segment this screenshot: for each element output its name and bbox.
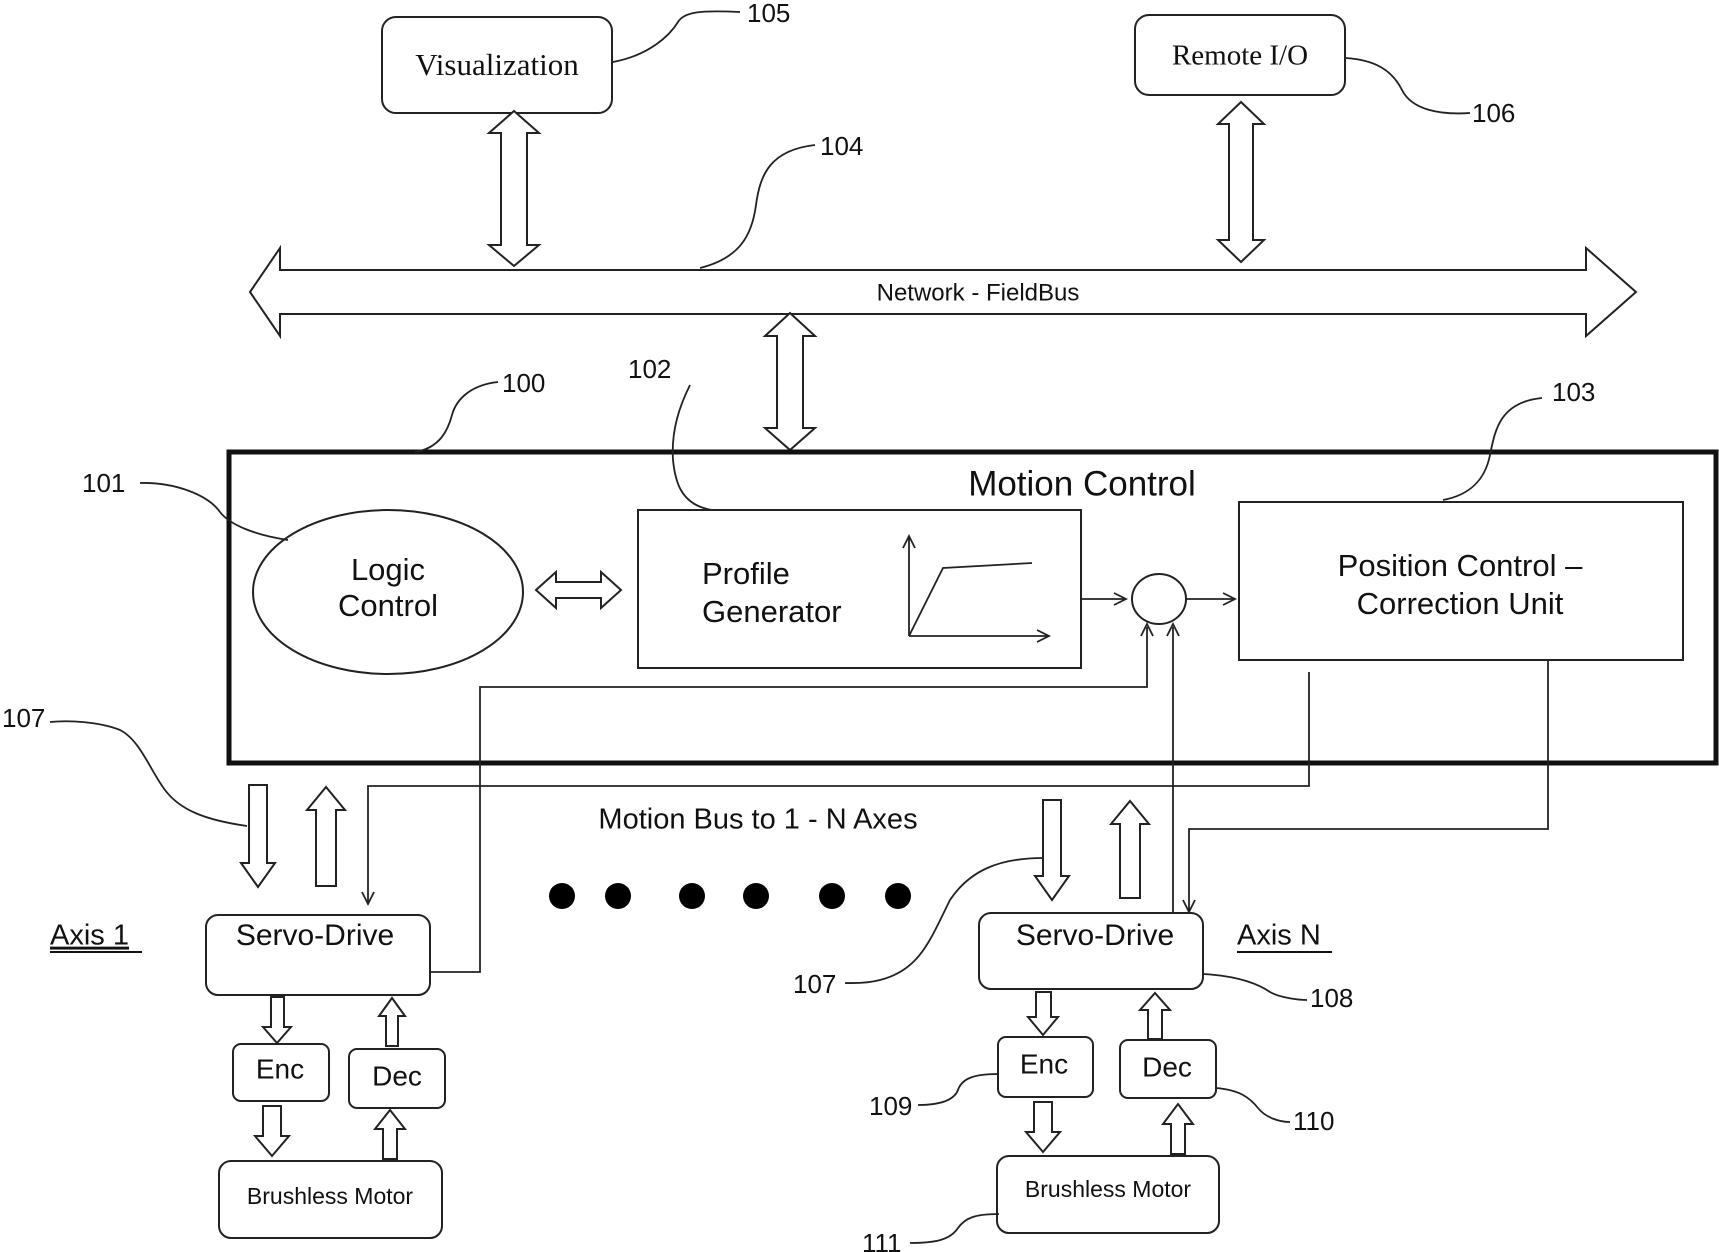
ref-100: 100	[502, 368, 545, 398]
ellipsis-dot	[819, 883, 845, 909]
remote-io-label: Remote I/O	[1172, 40, 1308, 72]
motion-bus-label: Motion Bus to 1 - N Axes	[598, 804, 917, 836]
position-control-box	[1238, 501, 1684, 661]
enc1-motor1-arrow	[252, 1105, 292, 1158]
leader-108	[1202, 973, 1308, 1001]
position-control-label-2: Correction Unit	[1357, 586, 1564, 621]
ref-105: 105	[747, 0, 790, 28]
enc-n-label: Enc	[1020, 1048, 1068, 1079]
remote-io-box	[1134, 14, 1346, 96]
network-fieldbus-arrow	[248, 244, 1638, 340]
ref-107-right: 107	[793, 969, 836, 999]
brushless-motor-n-box	[996, 1155, 1220, 1234]
axis-n-label: Axis N	[1237, 920, 1321, 952]
position-control-label-1: Position Control –	[1338, 548, 1583, 583]
motorn-decn-arrow	[1161, 1102, 1195, 1155]
ref-108: 108	[1310, 983, 1353, 1013]
decn-servon-arrow	[1137, 991, 1173, 1040]
axis1-down-arrow	[239, 784, 277, 889]
profile-generator-label-2: Generator	[702, 594, 842, 629]
brushless-motor-n-label: Brushless Motor	[1025, 1176, 1192, 1202]
ellipsis-dot	[679, 883, 705, 909]
axis-1-label: Axis 1	[50, 920, 129, 952]
servo-drive-1-label: Servo-Drive	[236, 919, 394, 952]
remote-io-network-arrow	[1215, 100, 1267, 264]
brushless-motor-1-label: Brushless Motor	[247, 1183, 414, 1209]
network-fieldbus-label: Network - FieldBus	[877, 279, 1080, 306]
ellipsis-dot	[605, 883, 631, 909]
motion-control-title: Motion Control	[968, 464, 1196, 503]
leader-103	[1442, 397, 1543, 501]
ellipsis-dot	[885, 883, 911, 909]
ellipsis-dot	[743, 883, 769, 909]
servo-drive-1-box	[205, 914, 431, 996]
leader-109	[917, 1073, 999, 1106]
leader-111	[909, 1213, 1000, 1244]
dec-1-label: Dec	[372, 1060, 422, 1091]
motor1-dec1-arrow	[372, 1108, 408, 1160]
axisn-up-arrow	[1108, 799, 1152, 899]
leader-107-left	[49, 720, 248, 827]
position-to-servon-line	[1188, 660, 1549, 910]
enc-1-label: Enc	[256, 1053, 304, 1084]
axis1-up-arrow	[304, 785, 348, 887]
summing-junction	[1131, 573, 1187, 625]
logic-control-label-1: Logic	[351, 552, 425, 587]
servon-encn-arrow	[1025, 991, 1061, 1037]
ellipsis-dots	[549, 883, 911, 909]
leader-102	[671, 384, 713, 511]
visualization-network-arrow	[486, 109, 542, 268]
logic-control-label-2: Control	[338, 588, 438, 623]
ref-107-left: 107	[2, 703, 45, 733]
visualization-label: Visualization	[415, 47, 579, 82]
ref-102: 102	[628, 354, 671, 384]
ref-103: 103	[1552, 377, 1595, 407]
profile-generator-box	[637, 509, 1082, 669]
motion-control-frame	[226, 449, 1719, 766]
brushless-motor-1-box	[218, 1160, 443, 1239]
ref-104: 104	[820, 131, 863, 161]
logic-profile-arrow	[534, 569, 623, 611]
leader-110	[1215, 1087, 1291, 1123]
axisn-down-arrow	[1033, 799, 1071, 902]
ellipsis-dot	[549, 883, 575, 909]
ref-109: 109	[869, 1091, 912, 1121]
leader-105	[612, 10, 741, 63]
ref-101: 101	[82, 468, 125, 498]
encn-motorn-arrow	[1023, 1101, 1063, 1154]
leader-107-right	[844, 857, 1044, 985]
dec1-servo1-arrow	[377, 996, 407, 1047]
visualization-box	[381, 16, 613, 114]
ref-110: 110	[1293, 1106, 1334, 1136]
position-to-servo1-line	[367, 672, 1310, 902]
dec-n-label: Dec	[1142, 1051, 1192, 1082]
dec-n-box	[1119, 1039, 1217, 1099]
leader-104	[699, 144, 816, 269]
servo-drive-n-box	[978, 912, 1204, 990]
servo-drive-n-label: Servo-Drive	[1016, 919, 1174, 952]
ref-106: 106	[1472, 98, 1515, 128]
logic-control-ellipse	[252, 509, 524, 675]
servo1-enc1-arrow	[260, 996, 294, 1045]
feedback-axis1-line	[430, 627, 1148, 973]
network-motion-arrow	[762, 311, 818, 452]
profile-generator-label-1: Profile	[702, 556, 790, 591]
dec-1-box	[348, 1048, 446, 1109]
profile-graph-icon	[902, 533, 1052, 643]
ref-111: 111	[862, 1228, 902, 1252]
enc-1-box	[232, 1043, 330, 1102]
enc-n-box	[997, 1036, 1094, 1098]
leader-101	[139, 482, 289, 541]
leader-100	[414, 381, 499, 453]
leader-106	[1345, 57, 1471, 115]
